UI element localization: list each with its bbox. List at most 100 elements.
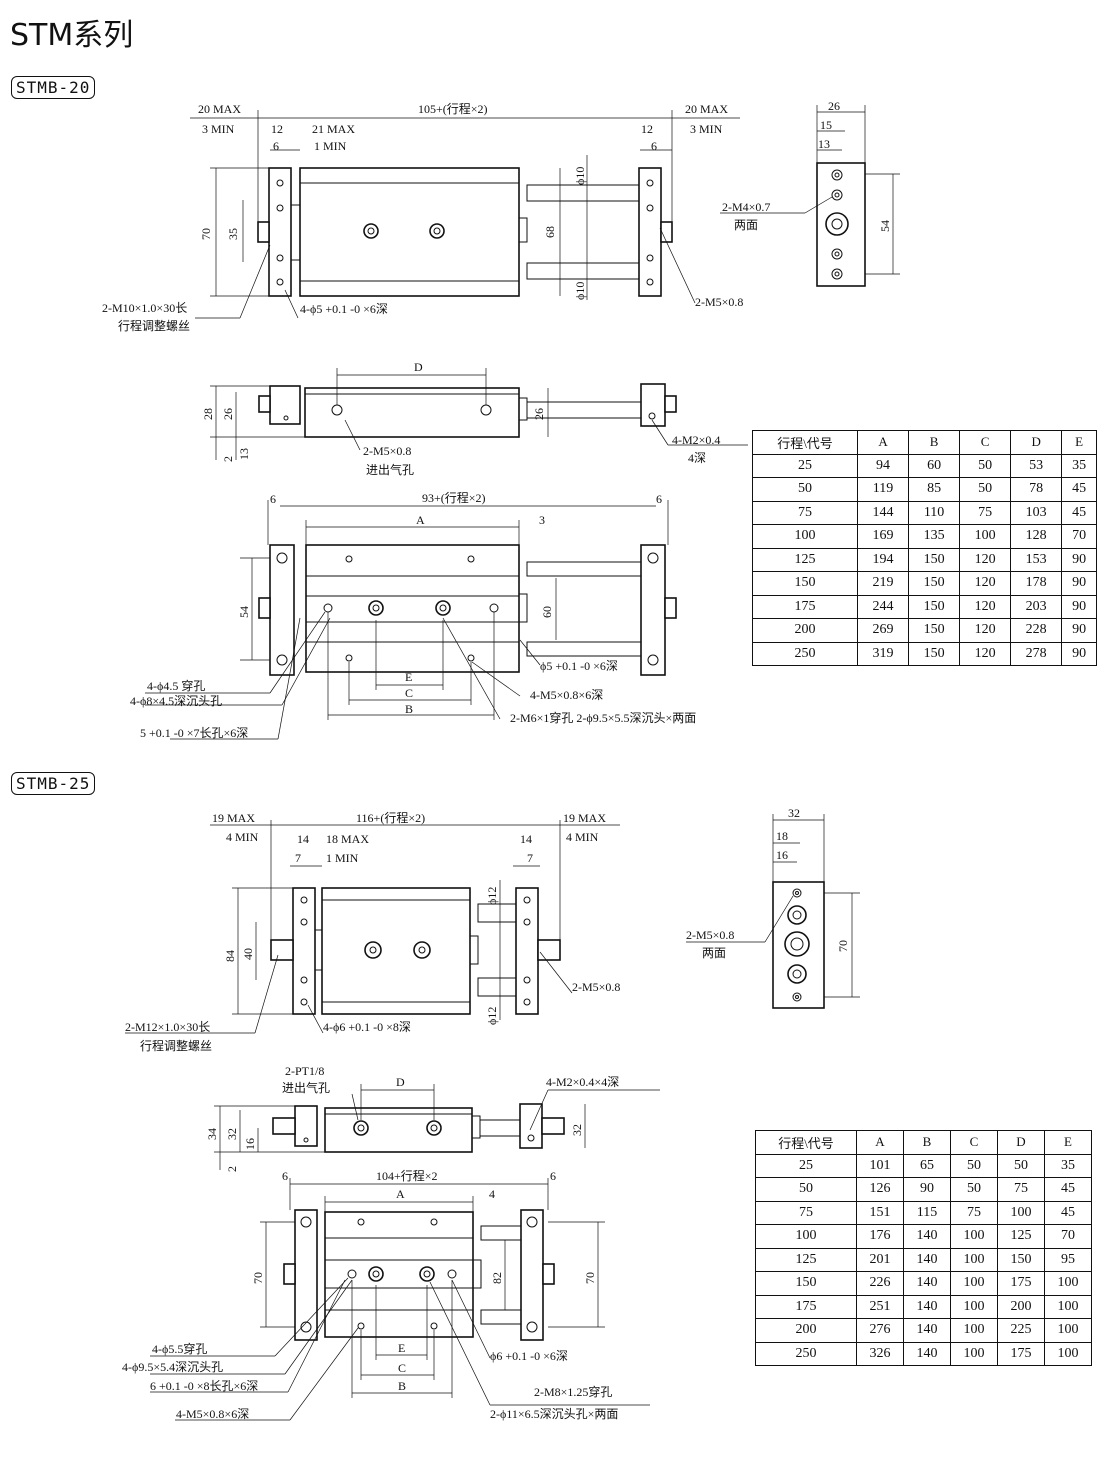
- table-header-cell: 行程\代号: [752, 430, 858, 455]
- stmb20-side-d-label: D: [414, 360, 423, 374]
- table-cell: 120: [959, 641, 1012, 666]
- table-cell: 100: [752, 524, 858, 549]
- stmb25-end-callout: 2-M5×0.8: [686, 928, 734, 942]
- page-title: STM系列: [10, 18, 134, 53]
- stmb20-top-rod-dia-bottom: ϕ10: [573, 282, 587, 300]
- table-cell: 200: [997, 1294, 1045, 1319]
- stmb25-side-height-32: 32: [225, 1128, 239, 1140]
- stmb25-top-screw-callout-2: 行程调整螺丝: [140, 1038, 212, 1053]
- table-cell: 244: [856, 594, 910, 619]
- table-cell: 201: [856, 1247, 904, 1272]
- table-cell: 100: [950, 1247, 998, 1272]
- table-cell: 194: [856, 547, 910, 572]
- table-cell: 125: [755, 1247, 857, 1272]
- table-cell: 50: [959, 453, 1012, 478]
- table-cell: 100: [959, 524, 1012, 549]
- table-cell: 95: [1044, 1247, 1092, 1272]
- table-cell: 35: [1044, 1153, 1092, 1178]
- stmb25-bottom-c-label: C: [398, 1361, 406, 1375]
- table-cell: 75: [959, 500, 1012, 525]
- table-cell: 100: [950, 1224, 998, 1249]
- stmb20-bottom-cb-callout: 4-ϕ8×4.5深沉头孔: [130, 694, 222, 708]
- stmb25-bottom-height-82: 82: [490, 1272, 504, 1284]
- table-cell: 169: [856, 524, 910, 549]
- stmb20-bottom-e-label: E: [405, 670, 412, 684]
- table-header-cell: D: [997, 1130, 1045, 1155]
- table-header-cell: A: [856, 1130, 904, 1155]
- stmb25-top-height-84: 84: [223, 950, 237, 962]
- stmb20-top-total-length: 105+(行程×2): [418, 101, 488, 116]
- stmb20-bottom-height-54: 54: [237, 606, 251, 618]
- stmb25-side-height-16: 16: [243, 1138, 257, 1150]
- table-cell: 119: [856, 477, 910, 502]
- table-cell: 45: [1061, 477, 1097, 502]
- stmb25-bottom-view: 104+行程×2 6 6 A 4 70 82 70 E C B ϕ6 +0.1 …: [122, 1168, 650, 1421]
- stmb25-top-inner-min: 1 MIN: [326, 851, 359, 865]
- stmb20-top-screw-callout-2: 行程调整螺丝: [118, 318, 190, 333]
- table-cell: 45: [1044, 1177, 1092, 1202]
- table-cell: 120: [959, 594, 1012, 619]
- stmb20-top-height-70: 70: [199, 228, 213, 240]
- table-cell: 90: [1061, 618, 1097, 643]
- table-cell: 120: [959, 618, 1012, 643]
- stmb25-end-callout-2: 两面: [702, 946, 726, 960]
- stmb20-top-left-min: 3 MIN: [202, 122, 235, 136]
- stmb20-top-rod-dia-top: ϕ10: [573, 167, 587, 185]
- stmb25-top-total-length: 116+(行程×2): [356, 810, 425, 825]
- table-cell: 225: [997, 1318, 1045, 1343]
- stmb25-bottom-dim-6-left: 6: [282, 1169, 288, 1183]
- stmb20-end-callout: 2-M4×0.7: [722, 200, 770, 214]
- stmb20-side-height-26-right: 26: [532, 408, 546, 420]
- stmb25-bottom-dim-4: 4: [489, 1187, 495, 1201]
- stmb20-side-port-callout-2: 进出气孔: [366, 462, 414, 477]
- table-cell: 319: [856, 641, 910, 666]
- table-cell: 175: [755, 1294, 857, 1319]
- stmb25-side-port-callout: 2-PT1/8: [285, 1064, 324, 1078]
- stmb25-side-port-callout-2: 进出气孔: [282, 1080, 330, 1095]
- table-cell: 50: [950, 1153, 998, 1178]
- stmb25-side-height-34: 34: [205, 1128, 219, 1140]
- table-cell: 175: [997, 1341, 1045, 1366]
- table-cell: 140: [903, 1341, 951, 1366]
- table-cell: 153: [1010, 547, 1063, 572]
- stmb20-bottom-slot-callout: 5 +0.1 -0 ×7长孔×6深: [140, 726, 248, 740]
- stmb20-top-hole-callout: 4-ϕ5 +0.1 -0 ×6深: [300, 302, 388, 316]
- table-cell: 125: [752, 547, 858, 572]
- table-cell: 100: [1044, 1318, 1092, 1343]
- stmb20-top-dim-12-left: 12: [271, 122, 283, 136]
- stmb20-top-dim-12-right: 12: [641, 122, 653, 136]
- stmb20-bottom-dim-6-right: 6: [656, 492, 662, 506]
- table-cell: 35: [1061, 453, 1097, 478]
- stmb25-bottom-cb-callout: 4-ϕ9.5×5.4深沉头孔: [122, 1360, 223, 1374]
- table-cell: 50: [950, 1177, 998, 1202]
- stmb25-side-dim-2: 2: [225, 1166, 239, 1172]
- stmb25-end-view: 32 18 16 70 2-M5×0.8 两面: [686, 806, 860, 1009]
- stmb20-bottom-m5-callout: 4-M5×0.8×6深: [530, 688, 603, 702]
- table-cell: 175: [752, 594, 858, 619]
- table-cell: 45: [1044, 1200, 1092, 1225]
- stmb20-top-inner-min: 1 MIN: [314, 139, 347, 153]
- stmb25-top-hole-callout: 4-ϕ6 +0.1 -0 ×8深: [323, 1020, 411, 1034]
- table-cell: 200: [752, 618, 858, 643]
- stmb25-top-height-40: 40: [241, 948, 255, 960]
- table-cell: 175: [997, 1271, 1045, 1296]
- table-cell: 70: [1061, 524, 1097, 549]
- stmb25-bottom-pin-callout: ϕ6 +0.1 -0 ×6深: [490, 1349, 568, 1363]
- stmb25-end-dim-18: 18: [776, 829, 788, 843]
- table-cell: 120: [959, 547, 1012, 572]
- table-cell: 70: [1044, 1224, 1092, 1249]
- table-header-cell: E: [1061, 430, 1097, 455]
- table-cell: 25: [752, 453, 858, 478]
- stmb20-top-port-callout: 2-M5×0.8: [695, 295, 743, 309]
